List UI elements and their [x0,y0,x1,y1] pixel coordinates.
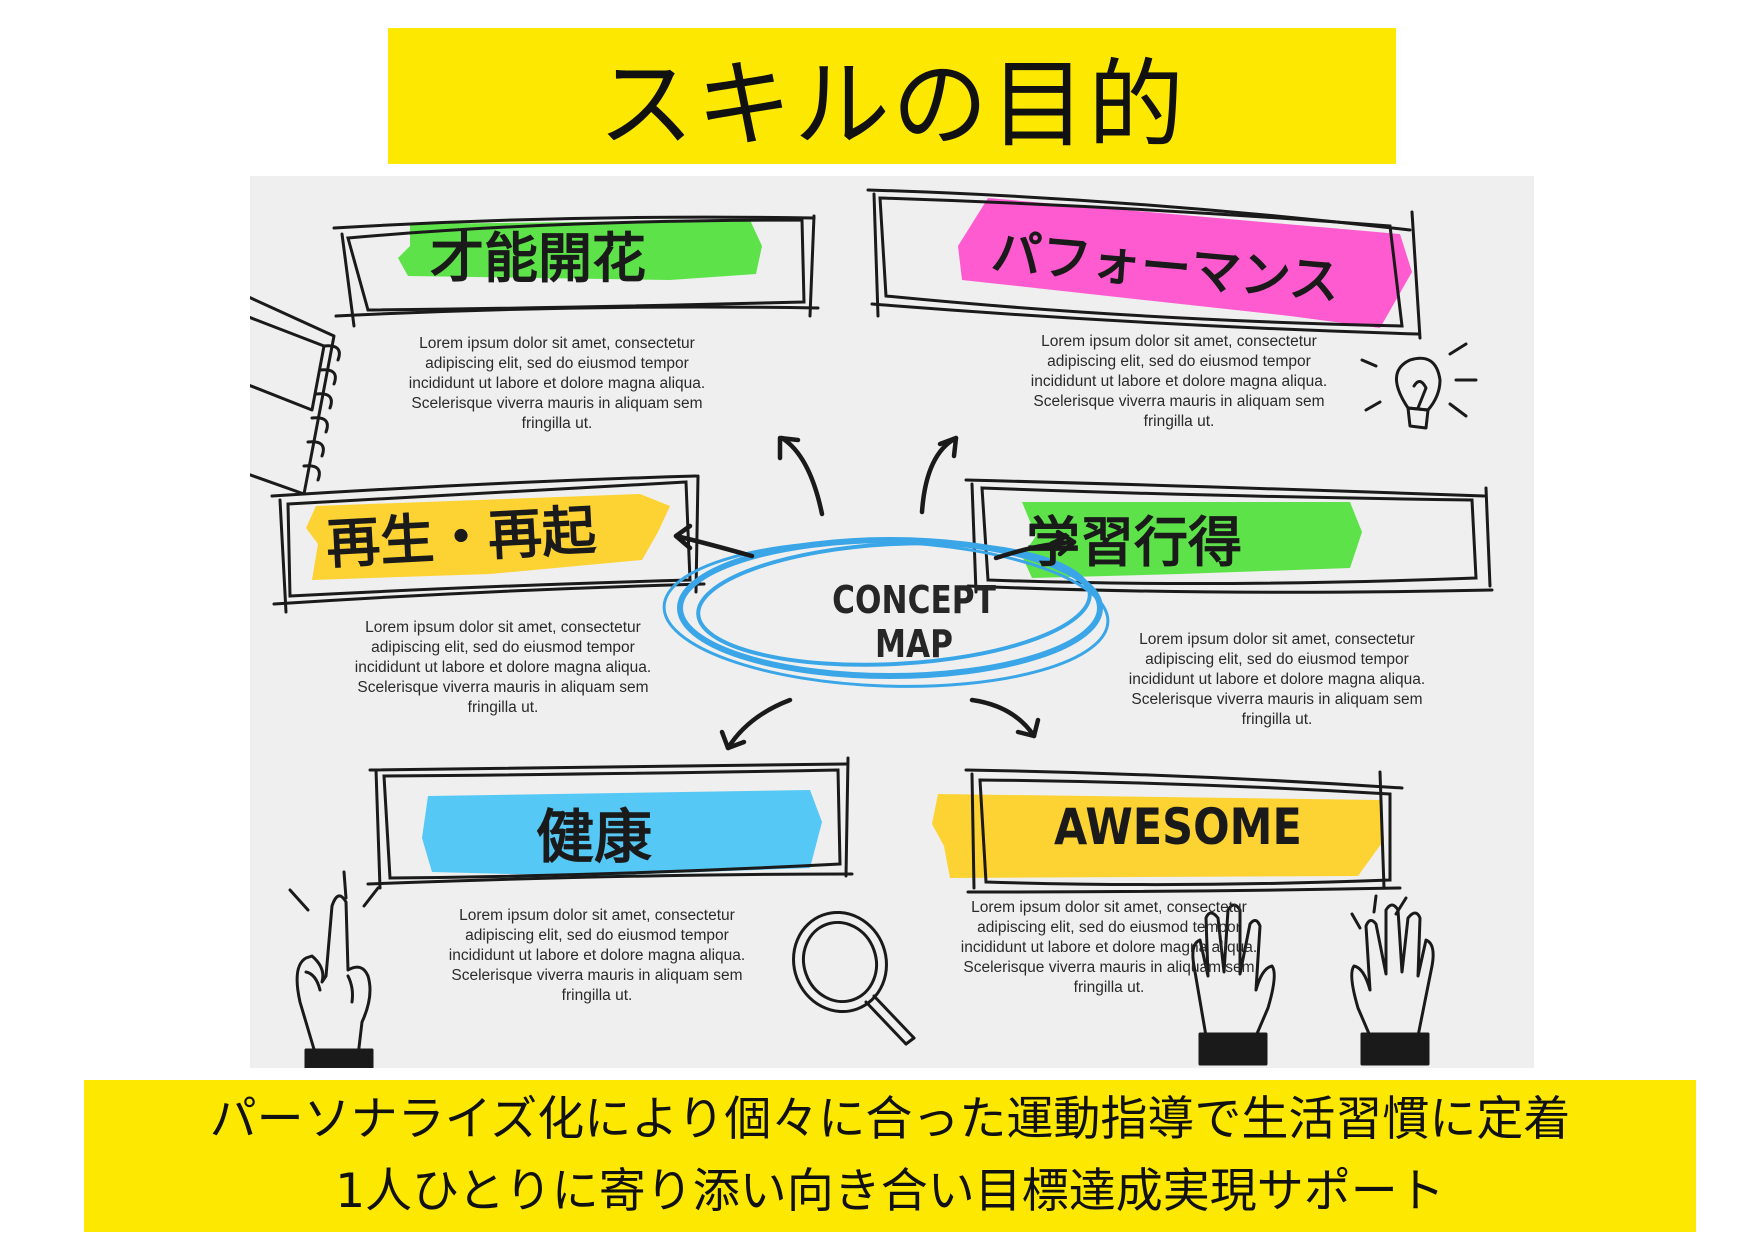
highlight-recovery [306,494,670,580]
arrow-to-learning [993,529,1077,561]
frame-performance [866,188,1422,340]
node-text-recovery: Lorem ipsum dolor sit amet, consectetur … [354,619,652,716]
notebook-icon [250,296,341,496]
concept-map: 才能開花 パフォーマンス 再生・再起 学習行得 健康 AWESOME Lorem… [250,176,1534,1068]
frame-awesome [964,768,1404,894]
frame-health [366,756,854,890]
raised-hands-icon [1191,894,1435,1066]
node-frames [270,188,1494,894]
magnifier-icon [792,910,916,1046]
footer-line-2: 1人ひとりに寄り添い向き合い目標達成実現サポート [335,1164,1445,1219]
highlight-performance [958,198,1412,328]
highlight-health [422,790,822,876]
node-label-learning: 学習行得 [1026,511,1242,574]
node-text-awesome: Lorem ipsum dolor sit amet, consectetur … [960,899,1258,996]
highlight-awesome [932,794,1384,878]
footer-banner: パーソナライズ化により個々に合った運動指導で生活習慣に定着 1人ひとりに寄り添い… [84,1080,1696,1232]
arrow-to-talent [777,435,825,517]
frame-learning [964,478,1494,594]
pointing-hand-icon [288,870,380,1068]
arrow-to-performance [919,435,959,515]
center-label: CONCEPT MAP [832,578,996,666]
frame-talent [332,214,820,328]
center-ring [662,537,1110,688]
highlight-talent [398,220,762,280]
highlight-learning [1022,502,1362,578]
node-label-awesome: AWESOME [1054,798,1302,856]
lightbulb-icon [1360,342,1478,430]
node-label-talent: 才能開花 [430,227,646,290]
frame-recovery [270,474,706,614]
node-highlights [306,198,1412,878]
arrow-to-health [719,697,793,751]
footer-line-1: パーソナライズ化により個々に合った運動指導で生活習慣に定着 [209,1092,1571,1147]
page-title: スキルの目的 [598,48,1186,161]
node-text-health: Lorem ipsum dolor sit amet, consectetur … [448,907,746,1004]
title-banner: スキルの目的 [388,28,1396,164]
node-text-talent: Lorem ipsum dolor sit amet, consectetur … [408,335,706,432]
arrow-to-recovery [673,523,755,559]
connector-arrows [673,435,1077,751]
node-label-health: 健康 [536,803,653,871]
node-text-performance: Lorem ipsum dolor sit amet, consectetur … [1030,333,1328,430]
node-label-recovery: 再生・再起 [324,498,598,576]
node-text-learning: Lorem ipsum dolor sit amet, consectetur … [1128,631,1426,728]
concept-map-drawing [250,188,1494,1068]
arrow-to-awesome [969,697,1041,739]
